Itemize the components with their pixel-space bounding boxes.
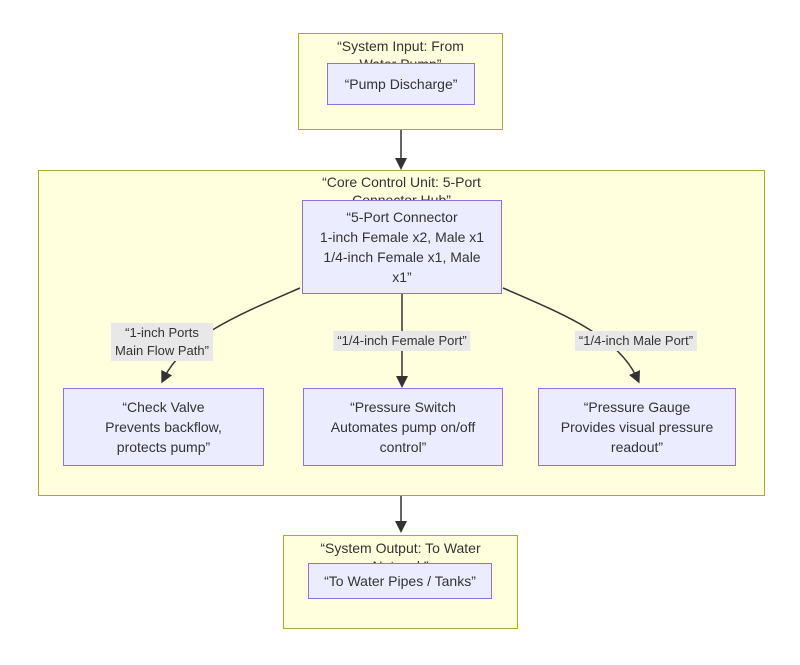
node-to-water-pipes-tanks: “To Water Pipes / Tanks” (308, 563, 492, 599)
arrow-connector-to-pressure-gauge (502, 287, 640, 384)
edge-label-1-inch-ports: “1-inch Ports Main Flow Path” (111, 323, 213, 361)
edge-label-quarter-male-port: “1/4-inch Male Port” (574, 331, 698, 351)
edge-label-quarter-female-port: “1/4-inch Female Port” (333, 331, 471, 351)
node-check-valve: “Check Valve Prevents backflow, protects… (63, 388, 264, 466)
node-pump-discharge: “Pump Discharge” (327, 63, 475, 105)
node-5-port-connector: “5-Port Connector 1-inch Female x2, Male… (302, 200, 502, 294)
arrow-connector-to-check-valve (161, 287, 301, 384)
node-pressure-gauge: “Pressure Gauge Provides visual pressure… (538, 388, 736, 466)
node-pressure-switch: “Pressure Switch Automates pump on/off c… (303, 388, 503, 466)
